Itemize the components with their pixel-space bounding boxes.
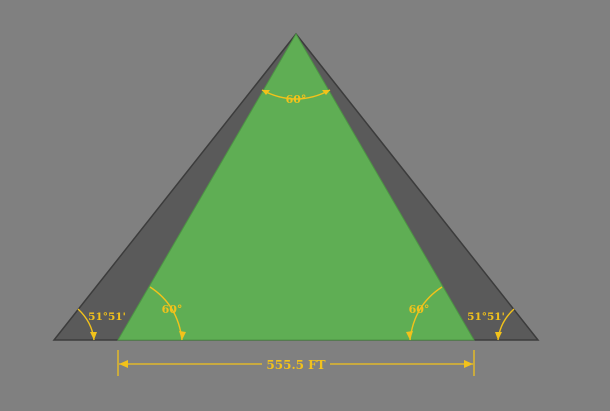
outer-left-arrow <box>90 332 97 340</box>
outer-left-angle-label: 51°51' <box>88 311 126 323</box>
angle-arcs <box>77 89 515 341</box>
apex-angle-arc <box>261 89 331 100</box>
dimension-arrow-right <box>464 360 473 368</box>
base-dimension <box>117 350 475 376</box>
apex-angle-label: 60° <box>286 93 307 106</box>
inner-right-arrow <box>406 331 413 340</box>
base-length-label: 555.5 FT <box>266 358 325 372</box>
dimension-arrow-left <box>119 360 128 368</box>
outer-right-arrow <box>495 332 502 340</box>
inner-triangle <box>117 33 475 341</box>
inner-left-arrow <box>179 331 186 340</box>
inner-right-angle-label: 60° <box>409 303 430 316</box>
inner-left-angle-label: 60° <box>162 303 183 316</box>
apex-arrow-right <box>322 90 330 95</box>
apex-arrow-left <box>262 90 270 95</box>
outer-right-angle-label: 51°51' <box>467 311 505 323</box>
